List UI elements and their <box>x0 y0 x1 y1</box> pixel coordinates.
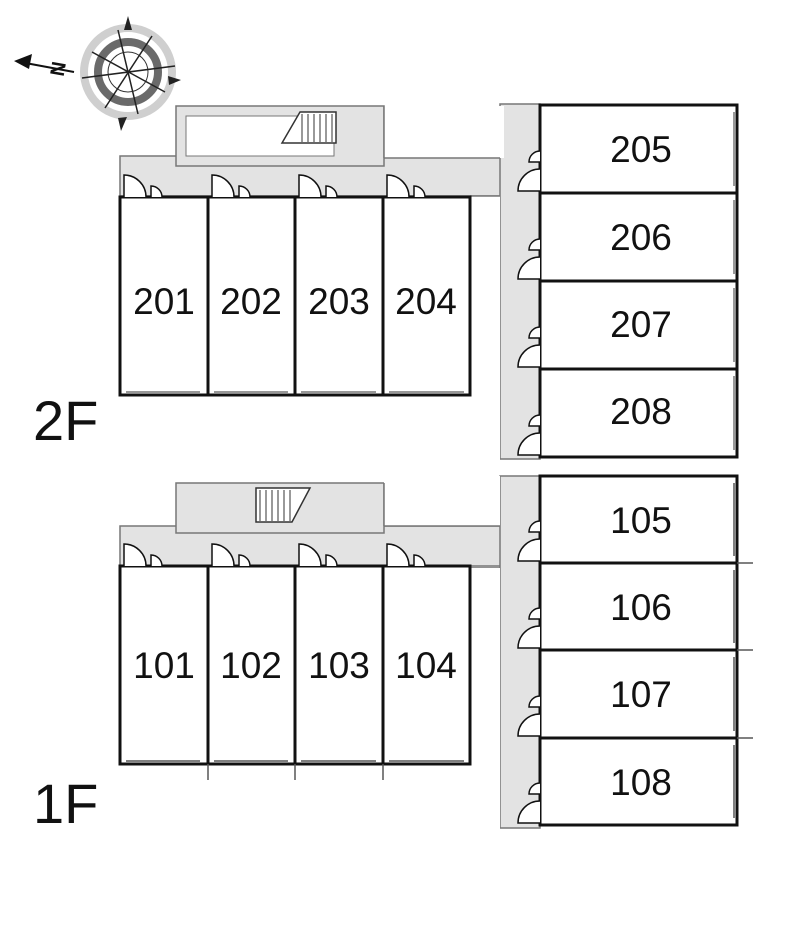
room-103: 103 <box>293 564 385 766</box>
svg-text:206: 206 <box>610 217 672 258</box>
room-107: 107 <box>538 648 739 740</box>
staircase-2f <box>280 111 337 144</box>
room-208: 208 <box>538 367 739 459</box>
room-206: 206 <box>538 191 739 283</box>
room-201: 201 <box>118 195 210 397</box>
svg-text:105: 105 <box>610 500 672 541</box>
svg-text:107: 107 <box>610 674 672 715</box>
svg-text:104: 104 <box>395 645 457 686</box>
room-203: 203 <box>293 195 385 397</box>
wall-extensions-1f <box>126 760 464 780</box>
floor-label-2f: 2F <box>33 389 98 452</box>
door-icons-1f-row <box>123 543 426 567</box>
staircase-1f <box>255 487 312 523</box>
svg-text:207: 207 <box>610 304 672 345</box>
room-105: 105 <box>538 474 739 565</box>
room-204: 204 <box>381 195 472 397</box>
svg-text:106: 106 <box>610 587 672 628</box>
room-106: 106 <box>538 561 739 652</box>
wall-extensions-1f-column <box>733 483 753 818</box>
room-205: 205 <box>538 103 739 195</box>
corridor-1f <box>119 475 541 830</box>
svg-text:205: 205 <box>610 129 672 170</box>
room-202: 202 <box>206 195 297 397</box>
room-108: 108 <box>538 736 739 827</box>
door-icons-1f-column <box>517 520 541 824</box>
svg-text:203: 203 <box>308 281 370 322</box>
compass-north-label: N <box>47 60 71 78</box>
floor-label-1f: 1F <box>33 772 98 835</box>
room-101: 101 <box>118 564 210 766</box>
door-icons-2f-column <box>517 150 541 456</box>
svg-text:102: 102 <box>220 645 282 686</box>
svg-text:108: 108 <box>610 762 672 803</box>
room-102: 102 <box>206 564 297 766</box>
compass-rose-icon <box>14 16 181 131</box>
svg-text:202: 202 <box>220 281 282 322</box>
room-104: 104 <box>381 564 472 766</box>
svg-text:208: 208 <box>610 391 672 432</box>
svg-text:103: 103 <box>308 645 370 686</box>
door-icons-2f-row <box>123 174 426 198</box>
svg-text:204: 204 <box>395 281 457 322</box>
svg-text:101: 101 <box>133 645 195 686</box>
room-207: 207 <box>538 279 739 371</box>
svg-text:201: 201 <box>133 281 195 322</box>
